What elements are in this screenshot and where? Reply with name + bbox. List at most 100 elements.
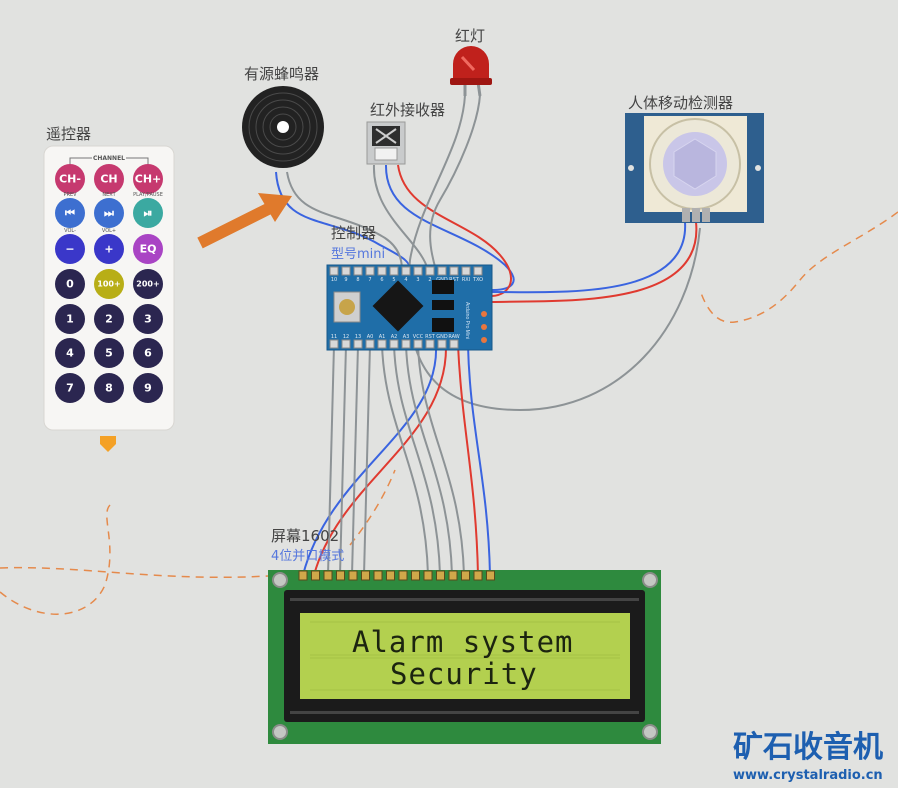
controller-model-label: 型号mini [331,247,385,262]
remote-key-label: 3 [144,313,152,326]
remote-key[interactable]: 1 [55,304,85,334]
board-pin-label: A3 [403,334,410,340]
remote-key-label: EQ [140,243,157,256]
remote-key[interactable]: 2 [94,304,124,334]
remote-key[interactable]: ⏭NEXT [94,192,124,228]
remote-key[interactable]: −VOL- [55,228,85,264]
board-component [432,300,454,310]
ir-receiver-base [374,147,398,161]
remote-key-label: ⏮ [65,207,75,220]
ir-receiver[interactable]: 红外接收器 [366,101,445,165]
dashed-paths [0,211,898,615]
wire-led-1 [407,94,701,412]
board-top-header: 1098765432GNDRSTRXITXO [329,266,483,283]
board-pin-label: 12 [343,334,349,340]
pir-pin [682,208,690,222]
dashed-path-loop [0,504,111,615]
remote-key[interactable]: ⏯PLAY/PAUSE [133,192,163,228]
remote-key-caption: PLAY/PAUSE [133,192,163,198]
dashed-path-left [0,566,269,579]
lcd-pin [411,570,420,581]
board-pin-label: 9 [344,277,347,283]
lcd-line-1: Alarm system [352,625,574,659]
remote-key[interactable]: 100+ [94,269,124,299]
buzzer-ring [248,92,318,162]
remote-key-caption: PREV [63,192,77,198]
board-pin-label: 8 [356,277,359,283]
board-pin [437,339,447,349]
remote-key-label: 7 [66,382,74,395]
buzzer-ring [255,99,311,155]
remote-key[interactable]: EQ [133,234,163,264]
lcd-pin [311,570,320,581]
board-pin [401,266,411,276]
remote-key[interactable]: 200+ [133,269,163,299]
remote-key-label: 6 [144,347,152,360]
board-pin-label: RST [425,334,436,340]
lcd-pin [348,570,358,581]
remote-key-face [55,304,85,334]
remote-key[interactable]: 4 [55,338,85,368]
remote-key[interactable]: CH [94,164,124,194]
remote-key[interactable]: 8 [94,373,124,403]
remote-key[interactable]: 3 [133,304,163,334]
board-pin-label: TXO [472,277,483,283]
pir-pin [702,208,710,222]
board-pin [437,266,447,276]
lcd-screen-module[interactable]: 屏幕1602 4位并口模式 Alarm system Security [268,527,661,744]
controller-board[interactable]: 控制器 型号mini 1098765432GNDRSTRXITXO 111213… [326,224,493,351]
remote-key[interactable]: 0 [55,269,85,299]
remote-key-face [133,373,163,403]
remote-key-face [55,234,85,264]
lcd-pin [373,570,383,581]
led-rim [450,78,492,85]
board-pin [425,339,435,349]
remote-key-face [94,338,124,368]
pir-label: 人体移动检测器 [628,94,733,112]
lcd-bezel-line [290,598,639,601]
pointer-arrow [197,193,292,249]
buzzer[interactable]: 有源蜂鸣器 [242,65,324,168]
arrow-head [258,193,292,222]
board-pin [329,339,339,349]
board-pin-label: 10 [331,277,337,283]
board-pin-label: RAW [448,334,459,340]
buzzer-hole [277,121,289,133]
remote-key-face [55,338,85,368]
board-pin-label: 6 [380,277,383,283]
remote-keypad: CH- CH CH+ ⏮ PREV ⏭NEXT ⏯PLAY/PAUSE −VOL- +VOL+ E… [55,164,163,403]
remote-key[interactable]: 7 [55,373,85,403]
lcd-display [300,613,630,699]
remote-channel-header: CHANNEL [93,155,125,162]
wire-led-2 [429,94,481,271]
board-pin [389,266,399,276]
remote-key[interactable]: CH+ [133,164,163,194]
remote-key[interactable]: CH- [55,164,85,194]
board-pin [425,266,435,276]
wire-buzzer-2 [286,171,403,271]
remote-key-label: 2 [105,313,113,326]
pir-sensor[interactable]: 人体移动检测器 [625,94,764,223]
board-pin-label: 2 [428,277,431,283]
board-component [432,280,454,294]
board-pin [377,266,387,276]
board-name-text: Arduino Pro Mini [464,302,470,339]
led-label: 红灯 [455,27,485,45]
remote-key[interactable]: +VOL+ [94,228,124,264]
remote-key[interactable]: 9 [133,373,163,403]
board-pin-label: VCC [413,334,424,340]
wire-lcd-7 [381,344,429,576]
remote-key[interactable]: 6 [133,338,163,368]
remote-key[interactable]: 5 [94,338,124,368]
lcd-pin [436,570,445,581]
buzzer-ring [262,106,304,148]
ir-receiver-label: 红外接收器 [370,101,445,119]
remote-key-face [133,338,163,368]
board-pin [329,266,339,276]
remote-key[interactable]: ⏮ PREV [55,192,85,228]
red-led[interactable]: 红灯 [450,27,492,97]
board-pin [341,266,351,276]
lcd-pin [448,570,458,581]
